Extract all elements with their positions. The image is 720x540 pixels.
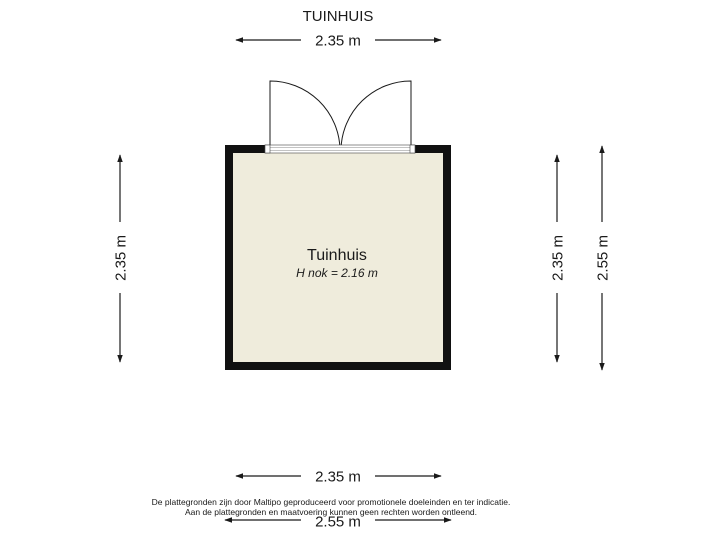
dimension-right-inner: 2.35 m	[550, 154, 567, 363]
dimension-right-outer: 2.55 m	[595, 145, 612, 371]
room-ridge-height: H nok = 2.16 m	[296, 266, 378, 280]
dimension-bottom-inner: 2.35 m	[235, 469, 442, 486]
dimension-top: 2.35 m	[235, 33, 442, 50]
dimension-right-outer-label: 2.55 m	[595, 235, 612, 281]
dimension-right-inner-label: 2.35 m	[550, 235, 567, 281]
door-opening	[264, 144, 416, 154]
dimension-bottom-outer: 2.55 m	[224, 514, 452, 531]
dimension-left: 2.35 m	[113, 154, 130, 363]
double-door	[269, 80, 412, 150]
room-floor	[230, 150, 446, 366]
room-name: Tuinhuis	[307, 247, 367, 264]
disclaimer: De plattegronden zijn door Maltipo gepro…	[152, 497, 511, 517]
dimension-bottom-outer-label: 2.55 m	[315, 514, 361, 531]
walls	[225, 145, 451, 370]
plan-title: TUINHUIS	[303, 8, 374, 25]
disclaimer-line-2: Aan de plattegronden en maatvoering kunn…	[185, 507, 477, 517]
dimension-top-label: 2.35 m	[315, 33, 361, 50]
disclaimer-line-1: De plattegronden zijn door Maltipo gepro…	[152, 497, 511, 507]
dimension-left-label: 2.35 m	[113, 235, 130, 281]
dimension-bottom-inner-label: 2.35 m	[315, 469, 361, 486]
